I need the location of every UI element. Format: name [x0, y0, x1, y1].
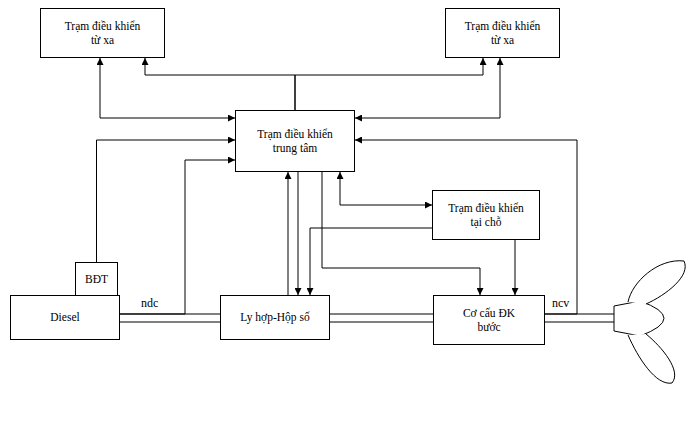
node-text: Ly hợp-Hộp số: [240, 310, 309, 324]
sensor-box: BĐT: [75, 262, 118, 296]
node-text: Diesel: [50, 310, 79, 324]
shaft-inner: [330, 315, 433, 322]
pitch-mechanism-box: Cơ cấu ĐK bước: [433, 295, 545, 345]
signal-connector: [145, 58, 295, 110]
node-text: Cơ cấu ĐK bước: [457, 306, 521, 335]
node-text: Trạm điều khiển trung tâm: [249, 127, 341, 156]
node-text: Trạm điều khiển từ xa: [60, 19, 146, 48]
signal-connector: [288, 172, 289, 295]
local-station: Trạm điều khiển tại chỗ: [432, 190, 540, 240]
shaft-inner: [120, 315, 220, 322]
shaft-connector: [120, 314, 220, 323]
signal-connector: [100, 58, 235, 118]
signal-connector: [120, 160, 235, 314]
signal-name: ncv: [551, 297, 570, 310]
signal-connector: [298, 172, 299, 295]
signal-connector: [295, 58, 483, 110]
central-station: Trạm điều khiển trung tâm: [235, 110, 355, 172]
signal-connector: [340, 172, 432, 205]
signal-connector: [355, 140, 577, 314]
shaft-connector: [330, 314, 433, 323]
propeller-blade: [628, 334, 675, 383]
remote-station: Trạm điều khiển từ xa: [445, 8, 560, 58]
signal-connector: [97, 140, 236, 262]
node-text: Trạm điều khiển từ xa: [460, 19, 546, 48]
connectors: [97, 58, 578, 318]
engine-box: Diesel: [10, 295, 120, 340]
node-text: BĐT: [85, 272, 108, 286]
gearbox-box: Ly hợp-Hộp số: [220, 295, 330, 340]
propeller-shaft: [545, 322, 614, 323]
signal-connector: [310, 228, 432, 295]
signal-connector: [355, 58, 500, 118]
propeller-blade: [628, 261, 685, 304]
signal-connector: [515, 240, 516, 295]
node-text: Trạm điều khiển tại chỗ: [443, 201, 529, 230]
signal-name: ndc: [140, 297, 159, 310]
remote-station: Trạm điều khiển từ xa: [40, 8, 165, 58]
propeller-hub: [614, 301, 664, 336]
